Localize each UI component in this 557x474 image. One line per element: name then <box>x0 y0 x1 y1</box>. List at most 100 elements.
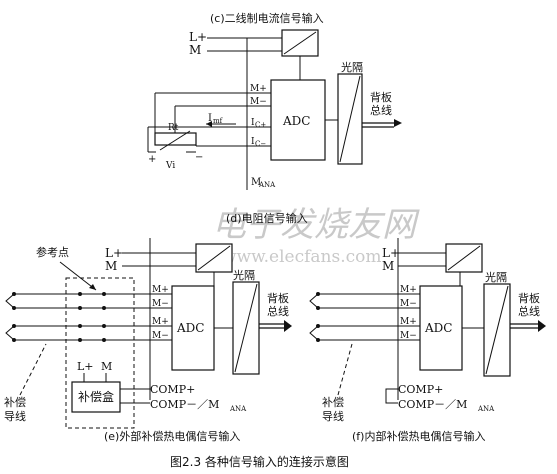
panel-e-isolation-label: 光隔 <box>233 268 255 282</box>
panel-f-tc-dot4 <box>316 338 320 342</box>
panel-d-term2-label: M− <box>250 97 267 107</box>
panel-d-term4-label: I <box>251 137 255 147</box>
panel-c-converter-diag <box>283 31 317 55</box>
panel-d-mana-sub: ANA <box>258 181 276 189</box>
panel-f-thermocouple-2 <box>309 325 319 341</box>
panel-f-caption: (f)内部补偿热电偶信号输入 <box>352 429 485 443</box>
panel-e-term1-label: M+ <box>152 285 169 295</box>
panel-f-mana-sub: ANA <box>477 405 495 413</box>
panel-e-reference-leader-head <box>89 284 96 290</box>
panel-f-term4-label: M− <box>400 331 417 341</box>
panel-d-rt-label: Rt <box>168 123 179 133</box>
panel-e-reference-leader <box>59 261 97 291</box>
panel-f-thermocouple-1 <box>309 293 319 309</box>
panel-e-junction-2a <box>78 306 82 310</box>
panel-e-m-label: M <box>105 259 117 273</box>
panel-f-isolation-diag <box>485 285 509 375</box>
panel-d-term3-sub: C+ <box>255 121 266 129</box>
panel-f-backplane-arrowhead <box>538 320 546 332</box>
panel-d-vi-label: Vi <box>165 161 175 171</box>
panel-f-term1-label: M+ <box>400 285 417 295</box>
panel-e-compwire-bottom: 导线 <box>4 409 26 423</box>
panel-e-junction-1b <box>102 292 106 296</box>
panel-e-backplane-top: 背板 <box>267 291 289 305</box>
panel-e-compbox-label: 补偿盒 <box>78 389 114 404</box>
panel-d-backplane-top: 背板 <box>370 90 392 104</box>
panel-d-adc-label: ADC <box>282 114 310 128</box>
panel-e-compensation-box <box>71 381 121 413</box>
panel-f-comp-jumper <box>385 388 398 404</box>
panel-e-tc-dot1 <box>12 292 16 296</box>
panel-d-plus-sign: + <box>148 154 156 165</box>
panel-f-compwire-top: 补偿 <box>322 395 344 409</box>
panel-e-tc-dot3 <box>12 324 16 328</box>
panel-e-thermocouple-2 <box>5 325 15 341</box>
panel-d-current-arrowhead <box>206 121 212 127</box>
panel-d-caption: (d)电阻信号输入 <box>226 211 308 225</box>
panel-f-m-label: M <box>382 259 394 273</box>
panel-f-tc-dot2 <box>316 306 320 310</box>
watermark-url: www.elecfans.com <box>222 247 382 267</box>
panel-d-current-label: I <box>208 113 212 124</box>
panel-e: L+ M ADC 光隔 背板 总线 M+ M− M+ M− <box>4 238 292 443</box>
panel-f-isolation-label: 光隔 <box>485 270 507 284</box>
panel-f-adc-box <box>419 285 463 371</box>
panel-c-m-label: M <box>189 43 201 57</box>
panel-e-converter-diag <box>197 245 231 271</box>
panel-e-junction-4a <box>78 338 82 342</box>
panel-e-lplus-label: L+ <box>105 246 123 260</box>
panel-d-resistor-arrow <box>159 130 191 151</box>
panel-c-lplus-label: L+ <box>189 30 207 44</box>
panel-c: (c)二线制电流信号输入 L+ M <box>189 11 324 57</box>
panel-f-comp-minus-label: COMP－／M <box>398 398 467 411</box>
panel-d-mana-label: M <box>251 177 261 188</box>
panel-f-backplane-top: 背板 <box>518 291 540 305</box>
panel-e-backplane-bottom: 总线 <box>267 304 289 318</box>
panel-e-reference-box <box>65 277 135 429</box>
panel-e-reference-label: 参考点 <box>36 245 69 259</box>
panel-e-compwire-top: 补偿 <box>4 395 26 409</box>
figure-caption: 图2.3 各种信号输入的连接示意图 <box>170 454 349 469</box>
panel-f-tc-dot3 <box>316 324 320 328</box>
panel-e-tc-dot2 <box>12 306 16 310</box>
panel-d-backplane-bottom: 总线 <box>370 103 392 117</box>
panel-e-caption: (e)外部补偿热电偶信号输入 <box>104 429 240 443</box>
panel-e-term2-label: M− <box>152 299 169 309</box>
panel-f-compwire-bottom: 导线 <box>322 409 344 423</box>
watermark: 电子发烧友网 www.elecfans.com <box>212 205 420 267</box>
panel-d-backplane-arrowhead <box>394 119 402 127</box>
panel-e-junction-1a <box>78 292 82 296</box>
panel-e-junction-4b <box>102 338 106 342</box>
panel-f-adc-label: ADC <box>424 321 452 335</box>
panel-f-converter-diag <box>447 245 481 271</box>
panel-f-term2-label: M− <box>400 299 417 309</box>
watermark-cn: 电子发烧友网 <box>212 205 420 245</box>
panel-d-minus-sign: − <box>195 152 203 163</box>
panel-f-term3-label: M+ <box>400 317 417 327</box>
panel-e-term3-label: M+ <box>152 317 169 327</box>
panel-e-backplane-arrowhead <box>284 320 292 332</box>
panel-e-term4-label: M− <box>152 331 169 341</box>
panel-d-term3-label: I <box>251 118 255 128</box>
panel-d-isolation-label: 光隔 <box>341 60 363 74</box>
panel-e-junction-3b <box>102 324 106 328</box>
panel-f-tc-dot1 <box>316 292 320 296</box>
panel-f-lplus-label: L+ <box>382 246 400 260</box>
panel-e-junction-3a <box>78 324 82 328</box>
panel-e-compbox-lplus: L+ <box>77 360 94 373</box>
panel-d-resistor-rt <box>154 132 197 146</box>
panel-d-term1-label: M+ <box>250 84 267 94</box>
panel-e-comp-minus-label: COMP－／M <box>150 398 219 411</box>
panel-e-mana-sub: ANA <box>229 405 247 413</box>
panel-e-thermocouple-1 <box>5 293 15 309</box>
panel-e-tc-dot4 <box>12 338 16 342</box>
panel-c-caption: (c)二线制电流信号输入 <box>210 11 324 25</box>
panel-e-junction-2b <box>102 306 106 310</box>
panel-e-isolation-diag <box>234 283 258 373</box>
panel-d-current-sub: mf <box>213 117 224 125</box>
panel-d-term4-sub: C− <box>255 140 266 148</box>
panel-e-comp-plus-label: COMP+ <box>150 383 195 396</box>
panel-f-compwire-leader <box>337 343 353 396</box>
panel-f-comp-plus-label: COMP+ <box>398 383 443 396</box>
